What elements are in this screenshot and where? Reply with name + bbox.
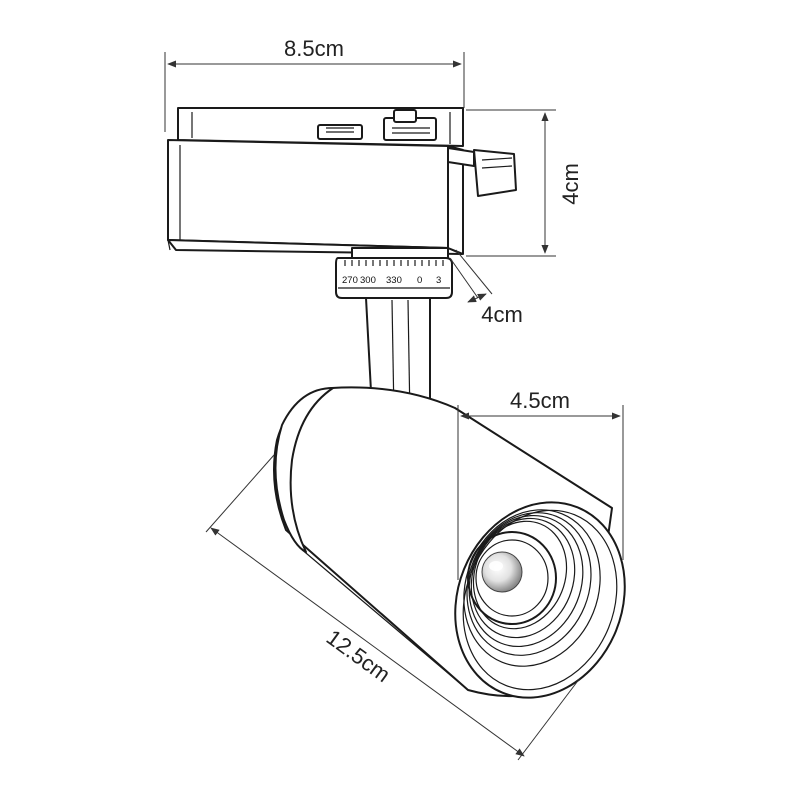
height-label: 4cm: [558, 163, 583, 205]
length-label: 12.5cm: [322, 625, 395, 688]
dial-ticks: [344, 260, 444, 266]
dimension-height: 4cm: [466, 109, 583, 257]
track-adapter: [167, 107, 517, 255]
lamp-head: [273, 386, 626, 699]
head-diameter-label: 4.5cm: [510, 388, 570, 413]
dial-label-330: 330: [386, 275, 402, 286]
rail-contact-right: [383, 109, 437, 141]
dial-label-0: 0: [417, 275, 422, 286]
rotation-dial: 270 300 330 0 3: [335, 247, 453, 299]
rail-contact-left: [317, 124, 363, 140]
width-label: 8.5cm: [284, 36, 344, 61]
side-latch: [447, 147, 517, 197]
dial-label-300: 300: [360, 275, 376, 286]
dimension-head-diameter: 4.5cm: [457, 388, 624, 580]
dimension-dial: 4cm: [449, 249, 523, 327]
dimension-width: 8.5cm: [164, 36, 465, 132]
dial-label-270: 270: [342, 275, 358, 286]
dial-label: 4cm: [481, 302, 523, 327]
led-lens: [481, 551, 523, 593]
dial-label-3: 3: [436, 275, 441, 286]
